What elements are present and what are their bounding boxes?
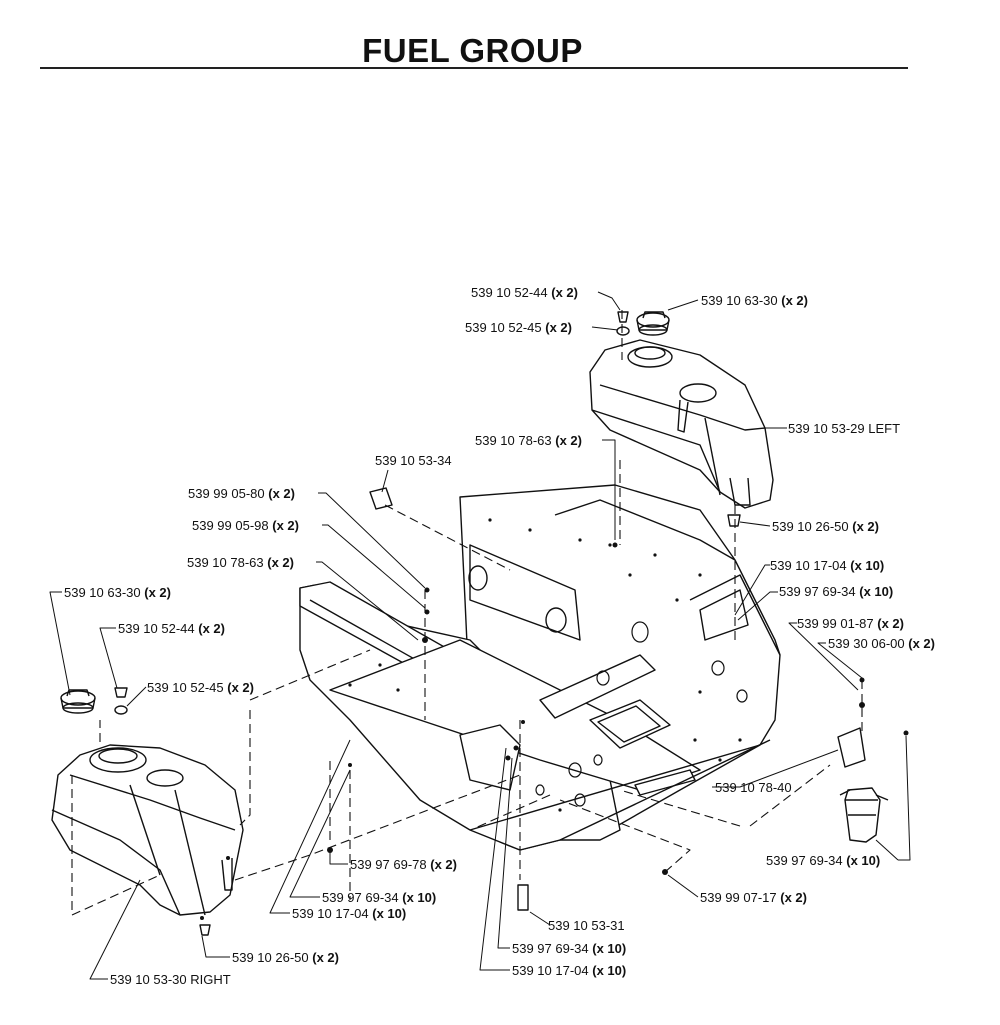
- fuel-filter: [837, 727, 889, 843]
- callout-539-10-78-63: 539 10 78-63 (x 2): [475, 433, 582, 448]
- callout-539-10-26-50: 539 10 26-50 (x 2): [772, 519, 879, 534]
- callout-539-99-01-87: 539 99 01-87 (x 2): [797, 616, 904, 631]
- callout-539-97-69-34-c: 539 97 69-34 (x 10): [322, 890, 437, 905]
- right-tank-fitting: [114, 687, 128, 715]
- callout-539-10-63-30: 539 10 63-30 (x 2): [701, 293, 808, 308]
- leader-lines: [49, 291, 911, 980]
- callout-539-10-78-40: 539 10 78-40: [715, 780, 792, 795]
- small-parts: [199, 487, 741, 936]
- right-tank-cap: [60, 689, 96, 714]
- title-rule: [40, 67, 908, 69]
- callout-539-97-69-78: 539 97 69-78 (x 2): [350, 857, 457, 872]
- callout-539-10-53-34: 539 10 53-34: [375, 453, 452, 468]
- left-fuel-tank: [589, 339, 774, 509]
- callout-539-97-69-34-b: 539 97 69-34 (x 10): [766, 853, 881, 868]
- callout-539-10-17-04-b: 539 10 17-04 (x 10): [292, 906, 407, 921]
- assembly-lines: [71, 310, 863, 916]
- callout-539-10-53-30-right: 539 10 53-30 RIGHT: [110, 972, 231, 987]
- frame-assembly: [299, 484, 781, 851]
- callout-539-10-26-50-b: 539 10 26-50 (x 2): [232, 950, 339, 965]
- left-tank-cap: [636, 311, 670, 336]
- callout-539-99-05-80: 539 99 05-80 (x 2): [188, 486, 295, 501]
- callout-539-10-52-45: 539 10 52-45 (x 2): [465, 320, 572, 335]
- right-fuel-tank: [51, 744, 244, 916]
- callout-539-10-53-29-left: 539 10 53-29 LEFT: [788, 421, 901, 436]
- callout-539-10-53-31: 539 10 53-31: [548, 918, 625, 933]
- callout-539-10-52-44-b: 539 10 52-44 (x 2): [118, 621, 225, 636]
- callout-539-97-69-34-d: 539 97 69-34 (x 10): [512, 941, 627, 956]
- page-title: FUEL GROUP: [362, 32, 583, 69]
- callout-539-10-63-30-b: 539 10 63-30 (x 2): [64, 585, 171, 600]
- callout-539-99-07-17: 539 99 07-17 (x 2): [700, 890, 807, 905]
- callout-539-10-52-44: 539 10 52-44 (x 2): [471, 285, 578, 300]
- callout-539-10-17-04: 539 10 17-04 (x 10): [770, 558, 885, 573]
- callout-539-99-05-98: 539 99 05-98 (x 2): [192, 518, 299, 533]
- callout-539-10-52-45-b: 539 10 52-45 (x 2): [147, 680, 254, 695]
- left-tank-fitting: [616, 311, 630, 336]
- callout-539-10-17-04-c: 539 10 17-04 (x 10): [512, 963, 627, 978]
- callout-539-10-78-63-b: 539 10 78-63 (x 2): [187, 555, 294, 570]
- callout-539-30-06-00: 539 30 06-00 (x 2): [828, 636, 935, 651]
- callout-539-97-69-34: 539 97 69-34 (x 10): [779, 584, 894, 599]
